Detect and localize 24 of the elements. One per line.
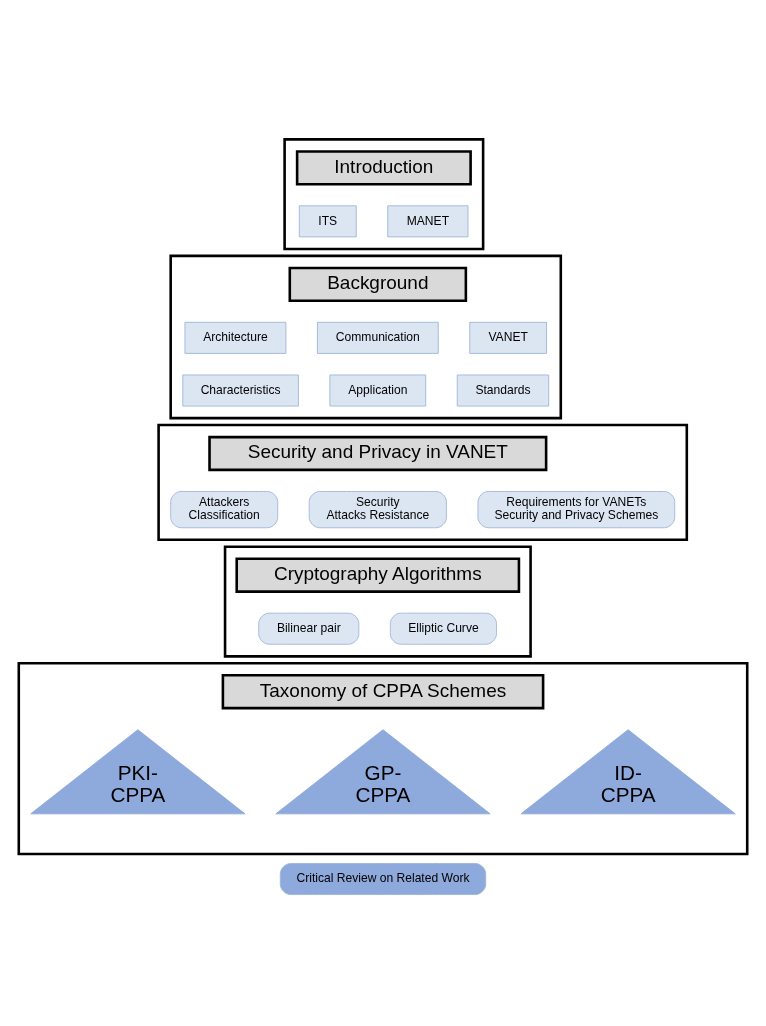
node-box: Cryptography Algorithms [235,557,521,593]
node-box: Bilinear pair [258,612,360,645]
node-box: Security Attacks Resistance [308,490,447,528]
node-box: Elliptic Curve [389,612,497,645]
node-box: Introduction [295,149,472,186]
node-box: Architecture [184,321,287,354]
node-box: Communication [317,321,439,354]
node-box: Security and Privacy in VANET [208,435,548,471]
node-box: Background [288,266,468,302]
node-box: Requirements for VANETs Security and Privacy Schemes [477,490,676,528]
cluster [17,661,749,855]
cluster [223,544,532,658]
node-box: MANET [387,204,469,237]
node-box: VANET [469,321,547,354]
cluster [157,423,689,541]
node-box: Characteristics [182,374,299,406]
node-box: Standards [456,374,550,406]
node-box: Attackers Classification [170,490,279,528]
cluster [169,254,563,419]
node-box: Application [329,374,427,406]
node-box: Critical Review on Related Work [279,862,487,895]
node-box: ITS [298,204,357,237]
cluster [283,137,485,250]
node-box: Taxonomy of CPPA Schemes [221,673,545,709]
